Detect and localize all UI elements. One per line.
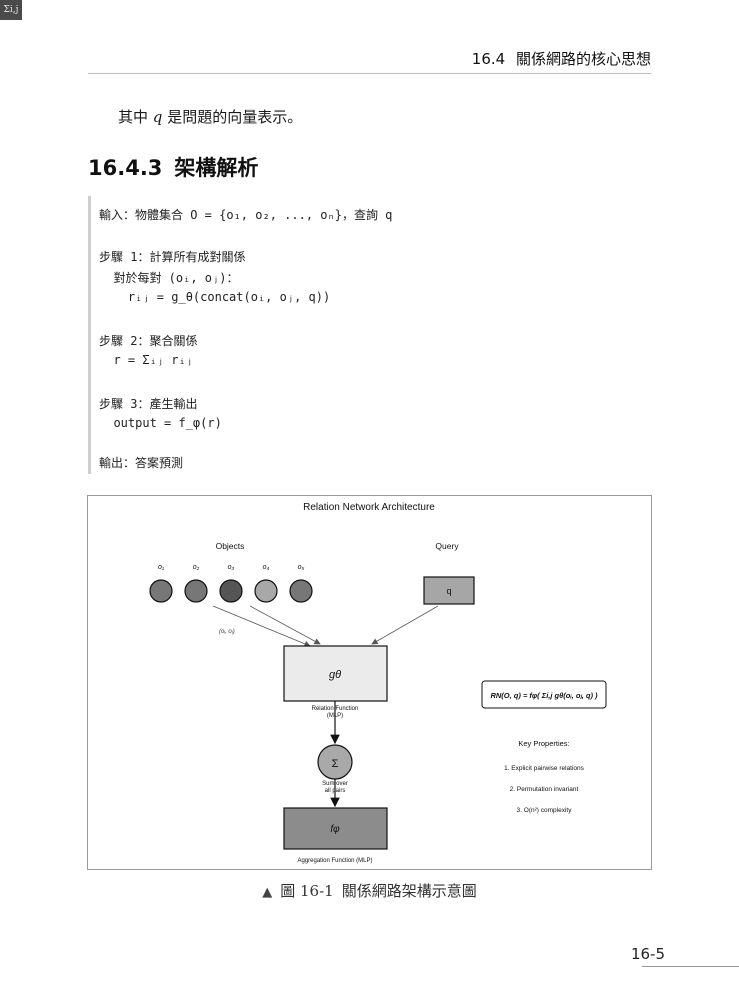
code-line: 步驟 1：計算所有成對關係 xyxy=(99,250,246,264)
key-properties-title: Key Properties: xyxy=(518,739,569,748)
figure-frame: Relation Network Architecture Objects Qu… xyxy=(87,495,652,870)
key-property: 2. Permutation invariant xyxy=(510,786,579,793)
object-node xyxy=(149,579,173,603)
code-line: rᵢⱼ = g_θ(concat(oᵢ, oⱼ, q)) xyxy=(99,290,331,304)
section-title: 架構解析 xyxy=(174,156,259,180)
code-line: 輸出：答案預測 xyxy=(99,456,184,470)
header-rule xyxy=(88,73,651,74)
code-line: 對於每對 (oᵢ, oⱼ)： xyxy=(99,271,239,285)
query-node xyxy=(423,576,475,605)
caption-label: 圖 16-1 xyxy=(280,882,334,900)
code-line: output = f_φ(r) xyxy=(99,416,222,430)
sum-symbol: Σ xyxy=(332,758,339,770)
pair-arrow xyxy=(249,605,321,645)
caption-text: 關係網路架構示意圖 xyxy=(341,882,477,900)
diagram-title: Relation Network Architecture xyxy=(303,502,435,513)
pseudocode-block: 輸入：物體集合 O = {o₁, o₂, ..., oₙ}，查詢 q 步驟 1：… xyxy=(88,196,648,474)
pair-label: (oᵢ, oⱼ) xyxy=(219,629,235,635)
running-head-section: 16.4 xyxy=(471,50,506,68)
object-label: o₃ xyxy=(228,564,235,571)
section-heading: 16.4.3 架構解析 xyxy=(88,152,258,182)
object-label: o₅ xyxy=(298,564,305,571)
g-theta-symbol: gθ xyxy=(329,669,341,681)
formula: RN(O, q) = fφ( Σi,j gθ(oᵢ, oⱼ, q) ) xyxy=(490,691,598,700)
key-property: 3. O(n²) complexity xyxy=(517,807,573,814)
code-line: r = Σᵢⱼ rᵢⱼ xyxy=(99,353,193,367)
query-symbol: q xyxy=(446,586,451,596)
object-label: o₂ xyxy=(193,564,200,571)
intro-variable: q xyxy=(152,108,163,126)
code-line: 步驟 2：聚合關係 xyxy=(99,334,198,348)
object-label: o₁ xyxy=(158,564,165,571)
footer-rule xyxy=(642,966,739,967)
object-node xyxy=(254,579,278,603)
section-number: 16.4.3 xyxy=(88,156,163,180)
relation-function-node xyxy=(283,645,388,702)
object-node xyxy=(184,579,208,603)
key-property: 1. Explicit pairwise relations xyxy=(504,765,585,772)
aggregation-function-label: Aggregation Function (MLP) xyxy=(297,858,372,864)
query-label: Query xyxy=(435,541,459,551)
figure-caption: ▲ 圖 16-1 關係網路架構示意圖 xyxy=(0,880,739,901)
objects-label: Objects xyxy=(216,541,245,551)
aggregation-function-node xyxy=(283,807,388,850)
relation-network-diagram: Relation Network Architecture Objects Qu… xyxy=(149,502,607,864)
corner-marker: Σi,j xyxy=(0,0,22,20)
formula-box xyxy=(481,680,607,709)
code-line: 輸入：物體集合 O = {o₁, o₂, ..., oₙ}，查詢 q xyxy=(99,208,393,222)
f-phi-symbol: fφ xyxy=(330,824,340,835)
object-nodes: o₁ o₂ o₃ o₄ o₅ xyxy=(149,564,313,603)
running-head: 16.4 關係網路的核心思想 xyxy=(472,48,651,69)
intro-before: 其中 xyxy=(118,108,149,126)
caption-marker: ▲ xyxy=(262,885,273,900)
object-node xyxy=(289,579,313,603)
object-label: o₄ xyxy=(263,564,270,571)
query-arrow xyxy=(371,605,439,645)
page-number: 16-5 xyxy=(630,945,665,963)
running-head-title: 關係網路的核心思想 xyxy=(515,50,651,68)
code-line: 步驟 3：產生輸出 xyxy=(99,397,198,411)
intro-after: 是問題的向量表示。 xyxy=(167,108,303,126)
intro-paragraph: 其中 q 是問題的向量表示。 xyxy=(118,106,302,127)
pair-arrow xyxy=(212,605,311,647)
object-node xyxy=(219,579,243,603)
